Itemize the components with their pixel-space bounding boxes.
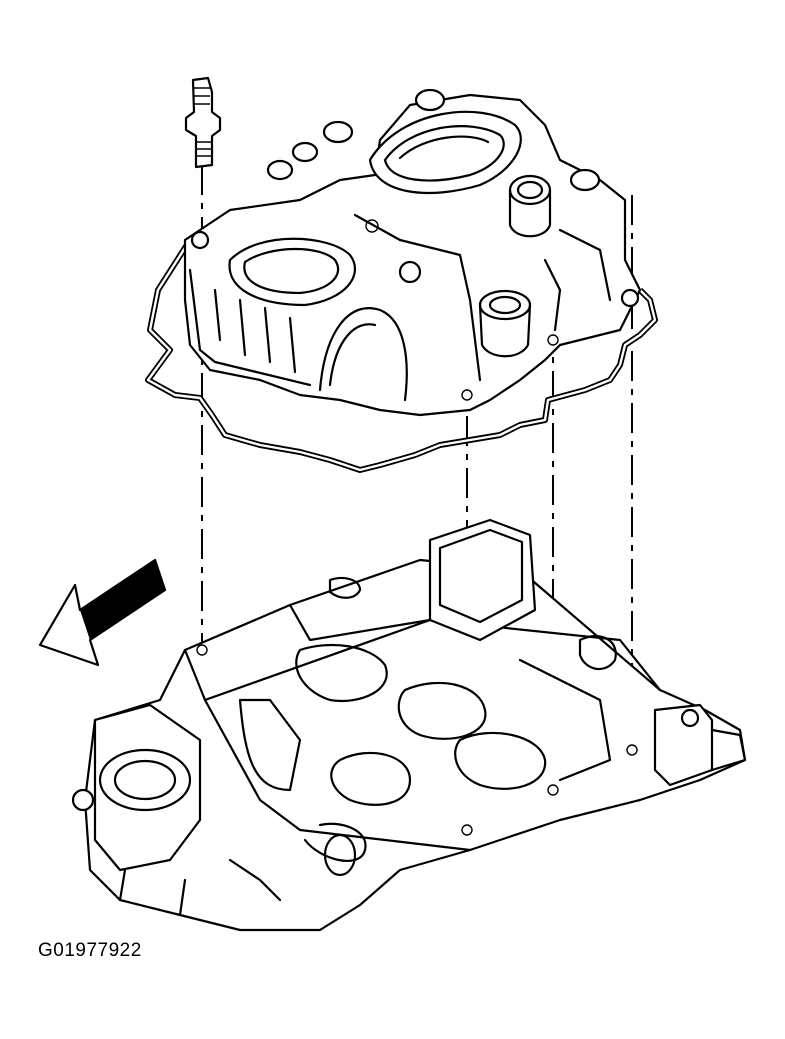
upper-intake-gasket (145, 238, 658, 473)
stud-bolt (184, 76, 222, 169)
lower-intake-assembly (71, 518, 747, 932)
direction-arrow-icon (38, 558, 167, 667)
upper-intake-manifold (183, 88, 642, 417)
figure-id-label: G01977922 (38, 940, 142, 961)
